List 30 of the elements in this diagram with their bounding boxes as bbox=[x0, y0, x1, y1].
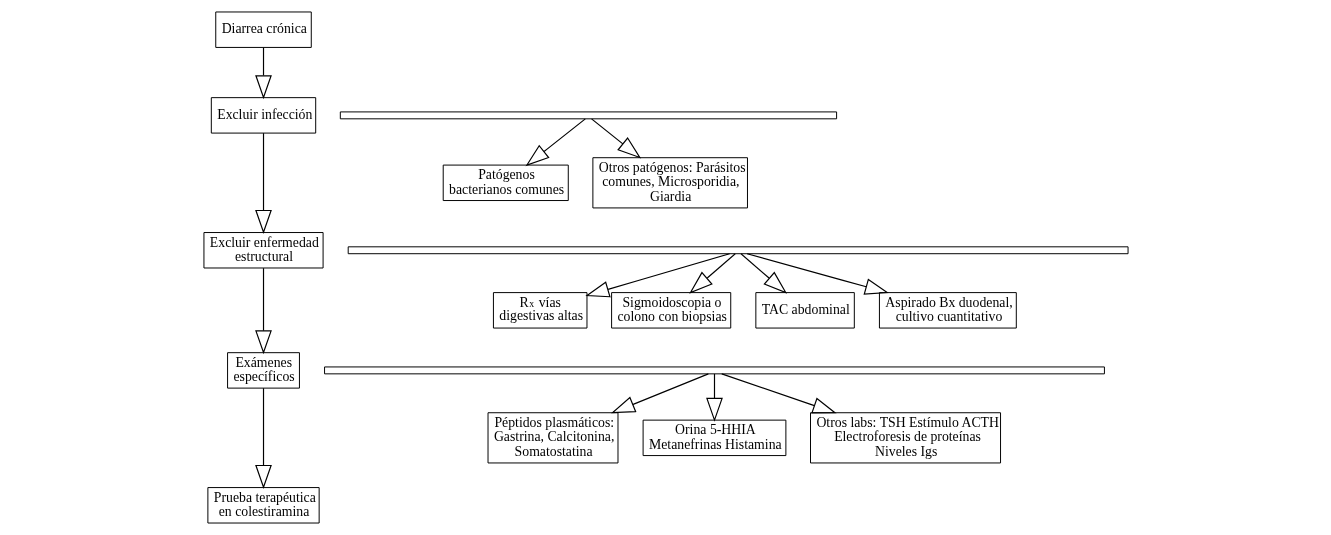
arrow bbox=[720, 373, 837, 414]
arrow bbox=[254, 267, 272, 355]
arrow bbox=[590, 118, 641, 159]
arrow bbox=[584, 253, 730, 298]
arrow bbox=[254, 387, 272, 489]
arrow bbox=[254, 47, 272, 100]
arrow bbox=[705, 373, 723, 422]
arrow bbox=[688, 253, 736, 294]
node-box: Sigmoidoscopia o colono con biopsias bbox=[610, 292, 731, 329]
node-box: Prueba terapéutica en colestiramina bbox=[206, 487, 320, 524]
arrow bbox=[746, 253, 889, 295]
node-box: Excluir enfermedad estructural bbox=[202, 232, 324, 269]
arrow bbox=[525, 118, 586, 167]
node-box: Aspirado Bx duodenal, cultivo cuantitativo bbox=[878, 292, 1017, 329]
node-bar bbox=[339, 111, 837, 120]
arrow bbox=[254, 132, 272, 234]
node-box: Rx vías digestivas altas bbox=[492, 292, 587, 329]
arrow bbox=[739, 253, 787, 294]
node-box: Orina 5-HHIA Metanefrinas Histamina bbox=[642, 419, 786, 457]
node-box: Exámenes específicos bbox=[226, 352, 300, 389]
node-box: Otros labs: TSH Estímulo ACTH Electroforesis de proteínas Niveles Igs bbox=[809, 412, 1001, 464]
node-bar bbox=[347, 246, 1129, 255]
arrow bbox=[610, 373, 709, 414]
node-box: Péptidos plasmáticos: Gastrina, Calcitonina, Somatostatina bbox=[487, 412, 618, 464]
node-box: Excluir infección bbox=[210, 97, 316, 134]
node-box: Otros patógenos: Parásitos comunes, Microsporidia, Giardia bbox=[591, 157, 748, 209]
node-box: TAC abdominal bbox=[754, 292, 855, 329]
node-box: Patógenos bacterianos comunes bbox=[442, 164, 569, 202]
node-bar bbox=[323, 366, 1105, 375]
node-box: Diarrea crónica bbox=[214, 11, 312, 48]
